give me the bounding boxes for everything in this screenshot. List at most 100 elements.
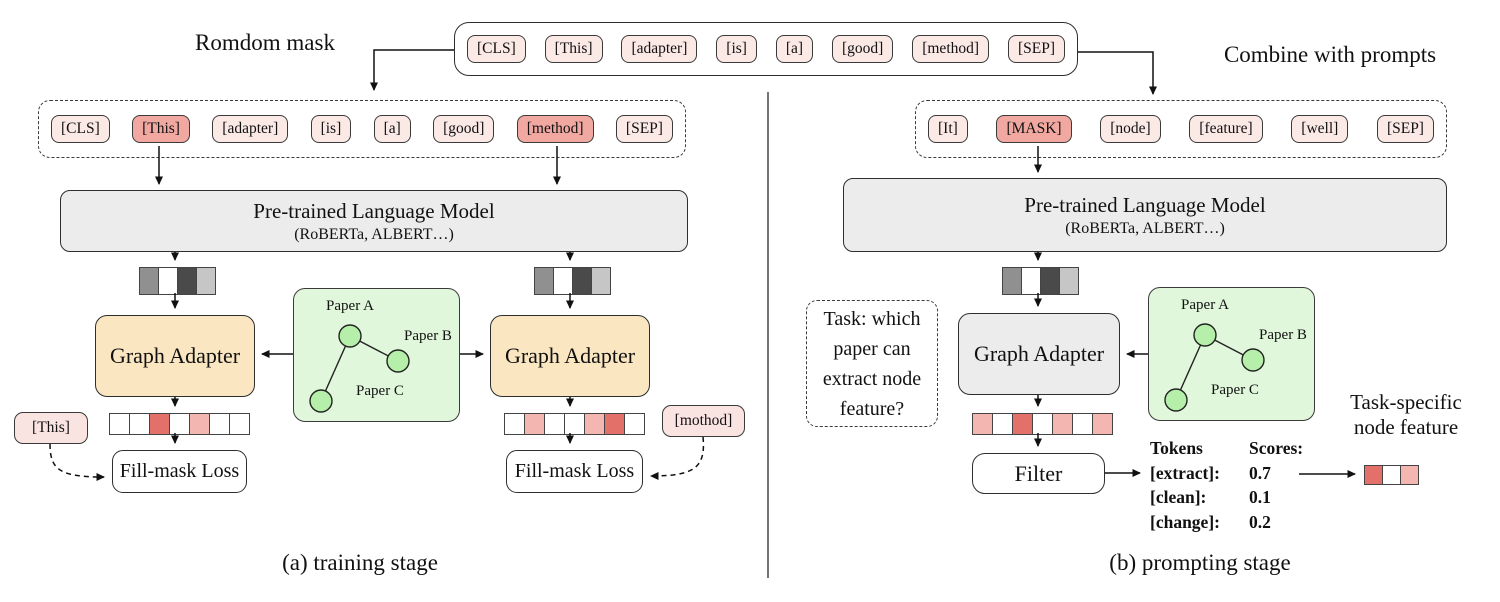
task-feature-strip: [1364, 465, 1419, 485]
token-chip: [good]: [831, 35, 894, 63]
token-chip: [adapter]: [621, 35, 698, 63]
vector-cell: [169, 413, 190, 435]
token-chip: [SEP]: [1376, 115, 1434, 143]
vector-cell: [1040, 267, 1060, 295]
vector-cell: [544, 413, 565, 435]
paper-c-label: Paper C: [1211, 382, 1259, 398]
vector-cell: [1400, 465, 1419, 485]
vector-cell: [189, 413, 210, 435]
vector-cell: [1002, 267, 1022, 295]
masked-sentence-row: [CLS][This][adapter][is][a][good][method…: [38, 100, 686, 158]
vector-cell: [1092, 413, 1113, 435]
token-chip: [is]: [310, 115, 352, 143]
citation-graph-drawing: [1164, 323, 1265, 412]
token-chip: [well]: [1291, 115, 1349, 143]
citation-graph-drawing: [309, 324, 410, 413]
graph-node-b: [1241, 348, 1265, 372]
graph-adapter-box-left: Graph Adapter: [95, 315, 255, 397]
plm-subtitle: (RoBERTa, ALBERT…): [1065, 219, 1225, 237]
vector-cell: [524, 413, 545, 435]
vector-cell: [1364, 465, 1383, 485]
citation-graph-box-prompting: Paper A Paper B Paper C: [1148, 287, 1315, 421]
paper-a-label: Paper A: [1181, 297, 1229, 313]
graph-node-c: [1164, 388, 1188, 412]
fill-mask-loss-box-right: Fill-mask Loss: [506, 450, 643, 493]
paper-b-label: Paper B: [1259, 327, 1307, 343]
caption-training-stage: (a) training stage: [282, 550, 438, 575]
prompt-sentence-row: [It] [MASK] [node] [feature] [well] [SEP]: [915, 100, 1447, 158]
plm-box-prompting: Pre-trained Language Model (RoBERTa, ALB…: [843, 178, 1447, 252]
arrow-prompt-branch: [1078, 51, 1157, 95]
score-value: 0.1: [1249, 487, 1271, 507]
score-value: 0.2: [1249, 511, 1271, 532]
token-embedding-strip-right: [534, 267, 611, 295]
vector-cell: [129, 413, 150, 435]
score-token: [change]:: [1150, 511, 1220, 532]
caption-prompting-stage: (b) prompting stage: [1109, 550, 1291, 575]
graph-node-a: [1193, 323, 1217, 347]
vector-cell: [504, 413, 525, 435]
vector-cell: [992, 413, 1013, 435]
graph-node-b: [386, 349, 410, 373]
paper-b-label: Paper B: [404, 328, 452, 344]
paper-a-label: Paper A: [326, 298, 374, 314]
graph-node-c: [309, 389, 333, 413]
vector-cell: [177, 267, 197, 295]
vector-cell: [229, 413, 250, 435]
graph-edge-a-c: [1175, 334, 1206, 401]
token-chip: [CLS]: [467, 35, 526, 63]
vector-cell: [1059, 267, 1079, 295]
vector-cell: [1032, 413, 1053, 435]
token-chip: [feature]: [1189, 115, 1263, 143]
dashed-arrow-this-to-loss: [49, 443, 105, 481]
token-chip: [node]: [1100, 115, 1161, 143]
token-chip: [SEP]: [615, 115, 673, 143]
paper-c-label: Paper C: [356, 383, 404, 399]
vector-cell: [1382, 465, 1401, 485]
task-specific-feature-label: Task-specific node feature: [1328, 390, 1484, 440]
loss-target-token-left: [This]: [14, 412, 88, 444]
token-chip-masked: [This]: [132, 115, 190, 143]
input-sentence-row: [CLS][This][adapter][is][a][good][method…: [454, 22, 1078, 76]
vector-cell: [604, 413, 625, 435]
dashed-arrow-mothod-to-loss: [650, 436, 705, 480]
graph-adapter-box-prompting: Graph Adapter: [958, 313, 1120, 395]
token-chip-masked: [MASK]: [996, 115, 1072, 143]
citation-graph-box-training: Paper A Paper B Paper C: [293, 288, 460, 422]
vector-cell: [553, 267, 573, 295]
adapter-output-strip-right: [504, 413, 645, 435]
random-mask-label: Romdom mask: [195, 30, 335, 55]
token-chip: [a]: [775, 35, 814, 63]
vector-cell: [149, 413, 170, 435]
task-specific-line1: Task-specific: [1350, 390, 1462, 414]
plm-title: Pre-trained Language Model: [253, 199, 495, 224]
vector-cell: [1072, 413, 1093, 435]
token-chip: [CLS]: [51, 115, 110, 143]
token-chip: [It]: [928, 115, 968, 143]
token-scores-list: Tokens Scores: [extract]:0.7[clean]:0.1[…: [1150, 436, 1320, 534]
vector-cell: [158, 267, 178, 295]
scores-col-header-tokens: Tokens: [1150, 438, 1203, 458]
combine-with-prompts-label: Combine with prompts: [1223, 42, 1437, 67]
fill-mask-loss-box-left: Fill-mask Loss: [112, 450, 247, 493]
token-embedding-strip-left: [139, 267, 216, 295]
token-chip: [is]: [716, 35, 757, 63]
vector-cell: [109, 413, 130, 435]
vector-cell: [564, 413, 585, 435]
graph-adapter-box-right: Graph Adapter: [490, 315, 650, 397]
loss-target-token-right: [mothod]: [662, 405, 745, 437]
vector-cell: [572, 267, 592, 295]
vector-cell: [209, 413, 230, 435]
vector-cell: [1021, 267, 1041, 295]
vector-cell: [196, 267, 216, 295]
filter-box: Filter: [972, 453, 1105, 494]
vector-cell: [624, 413, 645, 435]
token-chip-masked: [method]: [516, 115, 594, 143]
token-chip: [adapter]: [212, 115, 289, 143]
token-chip: [good]: [433, 115, 495, 143]
token-embedding-strip-prompt: [1002, 267, 1079, 295]
plm-box-training: Pre-trained Language Model (RoBERTa, ALB…: [60, 190, 688, 252]
vector-cell: [139, 267, 159, 295]
vector-cell: [584, 413, 605, 435]
